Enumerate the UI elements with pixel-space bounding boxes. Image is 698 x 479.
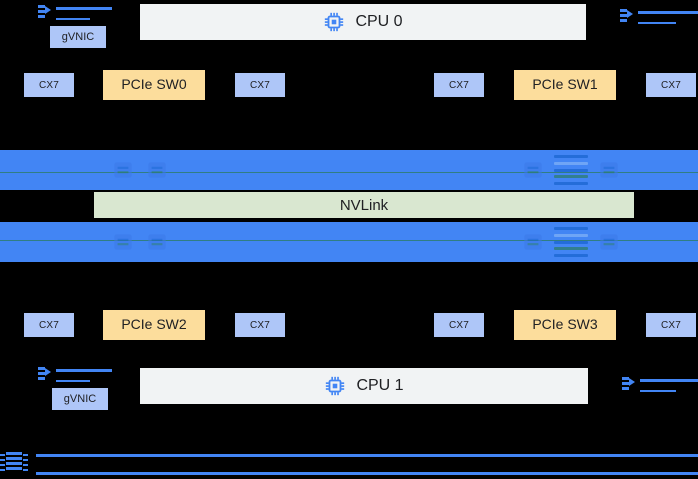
nic-wire-upper <box>640 379 698 382</box>
network-card-icon <box>622 377 635 390</box>
gvnic-bottom-label[interactable]: gVNIC <box>52 388 108 410</box>
gpu-icon <box>600 234 618 250</box>
gpu-icon-group-right <box>520 150 622 190</box>
pcie-sw3[interactable]: PCIe SW3 <box>514 310 616 340</box>
network-card-icon <box>38 367 51 380</box>
nic-wire-lower <box>638 22 676 24</box>
gpu-band-upper[interactable] <box>0 150 698 190</box>
cpu-chip-icon <box>325 12 344 32</box>
gpu-icon <box>600 162 618 178</box>
cx7-top-0[interactable]: CX7 <box>24 73 74 97</box>
gvnic-bottom-nic-icon <box>38 366 112 386</box>
cx7-bottom-1[interactable]: CX7 <box>235 313 285 337</box>
nic-wire-lower <box>640 390 676 392</box>
gpu-band-lower[interactable] <box>0 222 698 262</box>
cpu0-label: CPU 0 <box>355 13 403 30</box>
gpu-stack-icon <box>554 155 588 185</box>
cpu1-label: CPU 1 <box>356 377 404 394</box>
nic-wire-upper <box>56 369 112 372</box>
pcie-sw1[interactable]: PCIe SW1 <box>514 70 616 100</box>
cpu-chip-icon <box>326 376 345 396</box>
top-right-nic-icon <box>620 8 698 28</box>
nic-wire-lower <box>56 380 90 382</box>
gpu-icon <box>148 162 166 178</box>
gpu-icon-group-right <box>520 222 622 262</box>
gvnic-top-label[interactable]: gVNIC <box>50 26 106 48</box>
network-switch-icon <box>0 452 28 471</box>
gpu-icon-group-left <box>110 222 170 262</box>
gpu-icon <box>114 234 132 250</box>
gpu-band-rule <box>0 172 698 173</box>
gpu-icon <box>524 162 542 178</box>
cpu1-bar[interactable]: CPU 1 <box>140 368 588 404</box>
nic-wire-upper <box>638 11 698 14</box>
cx7-top-3[interactable]: CX7 <box>646 73 696 97</box>
cx7-top-2[interactable]: CX7 <box>434 73 484 97</box>
gpu-icon-group-left <box>110 150 170 190</box>
nic-wire-lower <box>56 18 90 20</box>
network-rail-line-top <box>36 454 698 457</box>
network-rail[interactable] <box>0 448 698 478</box>
gvnic-top-nic-icon <box>38 4 112 24</box>
pcie-sw2[interactable]: PCIe SW2 <box>103 310 205 340</box>
network-card-icon <box>620 9 633 22</box>
pcie-sw0[interactable]: PCIe SW0 <box>103 70 205 100</box>
gpu-icon <box>148 234 166 250</box>
gpu-stack-icon <box>554 227 588 257</box>
cx7-bottom-3[interactable]: CX7 <box>646 313 696 337</box>
network-rail-line-bottom <box>36 472 698 475</box>
nvlink-bar[interactable]: NVLink <box>94 192 634 218</box>
nic-wire-upper <box>56 7 112 10</box>
gpu-band-rule <box>0 240 698 241</box>
cx7-bottom-0[interactable]: CX7 <box>24 313 74 337</box>
network-card-icon <box>38 5 51 18</box>
gpu-icon <box>114 162 132 178</box>
gpu-icon <box>524 234 542 250</box>
cx7-bottom-2[interactable]: CX7 <box>434 313 484 337</box>
cx7-top-1[interactable]: CX7 <box>235 73 285 97</box>
bottom-right-nic-icon <box>622 376 698 396</box>
nvlink-label: NVLink <box>339 196 389 214</box>
cpu0-bar[interactable]: CPU 0 <box>140 4 586 40</box>
